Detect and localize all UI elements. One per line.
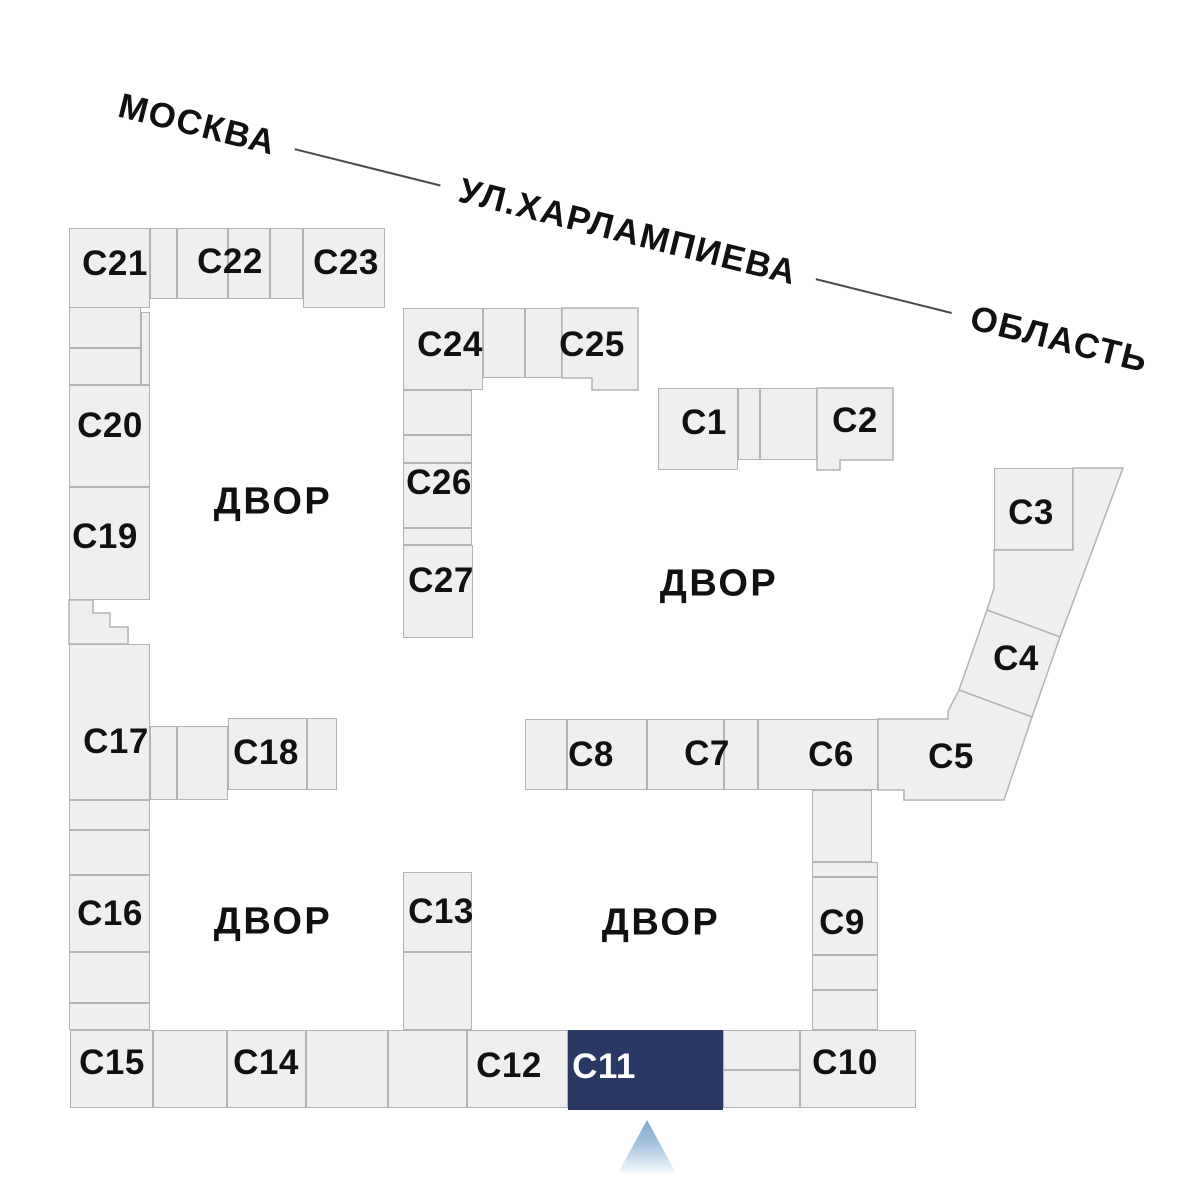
building-label-С14: С14 — [233, 1043, 299, 1082]
building-С11[interactable] — [568, 1030, 723, 1110]
building-label-С1: С1 — [681, 403, 727, 442]
building-label-С3: С3 — [1008, 493, 1054, 532]
building-segment — [723, 1030, 800, 1070]
building-label-С17: С17 — [83, 722, 149, 761]
building-label-С15: С15 — [79, 1043, 145, 1082]
building-segment — [307, 718, 337, 790]
selected-building-pointer-icon — [618, 1120, 676, 1173]
building-label-С8: С8 — [568, 735, 614, 774]
building-С14[interactable] — [227, 1030, 306, 1108]
street-line-left — [294, 148, 441, 187]
building-label-С4: С4 — [993, 639, 1039, 678]
building-С24[interactable] — [403, 308, 483, 390]
building-segment — [141, 312, 150, 385]
building-segment — [177, 228, 228, 299]
street-region-label: ОБЛАСТЬ — [966, 298, 1153, 381]
building-label-С11: С11 — [572, 1047, 636, 1086]
building-segment — [483, 308, 525, 378]
building-label-С20: С20 — [77, 406, 143, 445]
courtyard-label-3: ДВОР — [213, 900, 333, 943]
building-label-С7: С7 — [684, 734, 730, 773]
building-segment — [69, 1003, 150, 1030]
building-segment — [388, 1030, 467, 1108]
building-segment — [403, 528, 472, 545]
building-segment — [525, 308, 562, 378]
building-С26[interactable] — [403, 463, 472, 528]
building-С9[interactable] — [812, 877, 878, 955]
building-label-С16: С16 — [77, 894, 143, 933]
building-label-С18: С18 — [233, 733, 299, 772]
building-label-С12: С12 — [476, 1046, 542, 1085]
building-label-С5: С5 — [928, 737, 974, 776]
courtyard-label-1: ДВОР — [213, 480, 333, 523]
building-segment — [738, 388, 760, 460]
building-С20[interactable] — [69, 385, 150, 487]
building-segment — [306, 1030, 388, 1108]
building-label-С23: С23 — [313, 243, 379, 282]
building-segment — [270, 228, 303, 299]
courtyard-label-4: ДВОР — [601, 901, 721, 944]
building-segment — [724, 719, 758, 790]
building-segment — [403, 390, 472, 435]
street-line-right — [815, 278, 952, 314]
building-segment — [69, 952, 150, 1003]
building-label-С25: С25 — [559, 325, 625, 364]
building-С8[interactable] — [567, 719, 647, 790]
building-label-С10: С10 — [812, 1043, 878, 1082]
building-С17[interactable] — [69, 644, 150, 800]
building-segment — [525, 719, 567, 790]
building-segment — [153, 1030, 227, 1108]
street-name-label: УЛ.ХАРЛАМПИЕВА — [454, 170, 802, 293]
building-segment — [812, 790, 872, 862]
building-segment — [812, 990, 878, 1030]
building-С22[interactable] — [228, 228, 270, 299]
building-label-С22: С22 — [197, 242, 263, 281]
building-segment — [177, 726, 228, 800]
building-segment — [69, 348, 141, 385]
building-segment — [69, 830, 150, 875]
building-С3[interactable] — [994, 468, 1073, 550]
building-С23[interactable] — [303, 228, 385, 308]
building-label-С21: С21 — [82, 244, 148, 283]
building-segment — [69, 800, 150, 830]
building-label-С9: С9 — [819, 903, 865, 942]
building-С6[interactable] — [758, 719, 878, 790]
building-segment — [150, 726, 177, 800]
building-label-С19: С19 — [72, 517, 138, 556]
building-С16[interactable] — [69, 875, 150, 952]
building-segment — [812, 862, 878, 877]
building-С13[interactable] — [403, 872, 472, 952]
building-segment — [403, 435, 472, 463]
building-segment — [760, 388, 817, 460]
building-label-С24: С24 — [417, 325, 483, 364]
building-label-С2: С2 — [832, 401, 878, 440]
building-С15[interactable] — [70, 1030, 153, 1108]
building-С18[interactable] — [228, 718, 307, 790]
building-label-С27: С27 — [408, 561, 474, 600]
building-С12[interactable] — [467, 1030, 568, 1108]
building-С19[interactable] — [69, 487, 150, 600]
building-segment — [723, 1070, 800, 1108]
building-segment — [403, 952, 472, 1030]
courtyard-label-2: ДВОР — [659, 562, 779, 605]
building-segment — [68, 599, 129, 645]
building-label-С13: С13 — [408, 892, 474, 931]
building-С7[interactable] — [647, 719, 724, 790]
street-city-label: МОСКВА — [114, 86, 281, 163]
building-С1[interactable] — [658, 388, 738, 470]
building-С21[interactable] — [69, 228, 150, 308]
building-segment — [69, 307, 141, 348]
building-segment — [812, 955, 878, 990]
building-label-С26: С26 — [406, 463, 472, 502]
building-С27[interactable] — [403, 545, 473, 638]
building-label-С6: С6 — [808, 735, 854, 774]
building-С10[interactable] — [800, 1030, 916, 1108]
building-segment — [150, 228, 177, 299]
